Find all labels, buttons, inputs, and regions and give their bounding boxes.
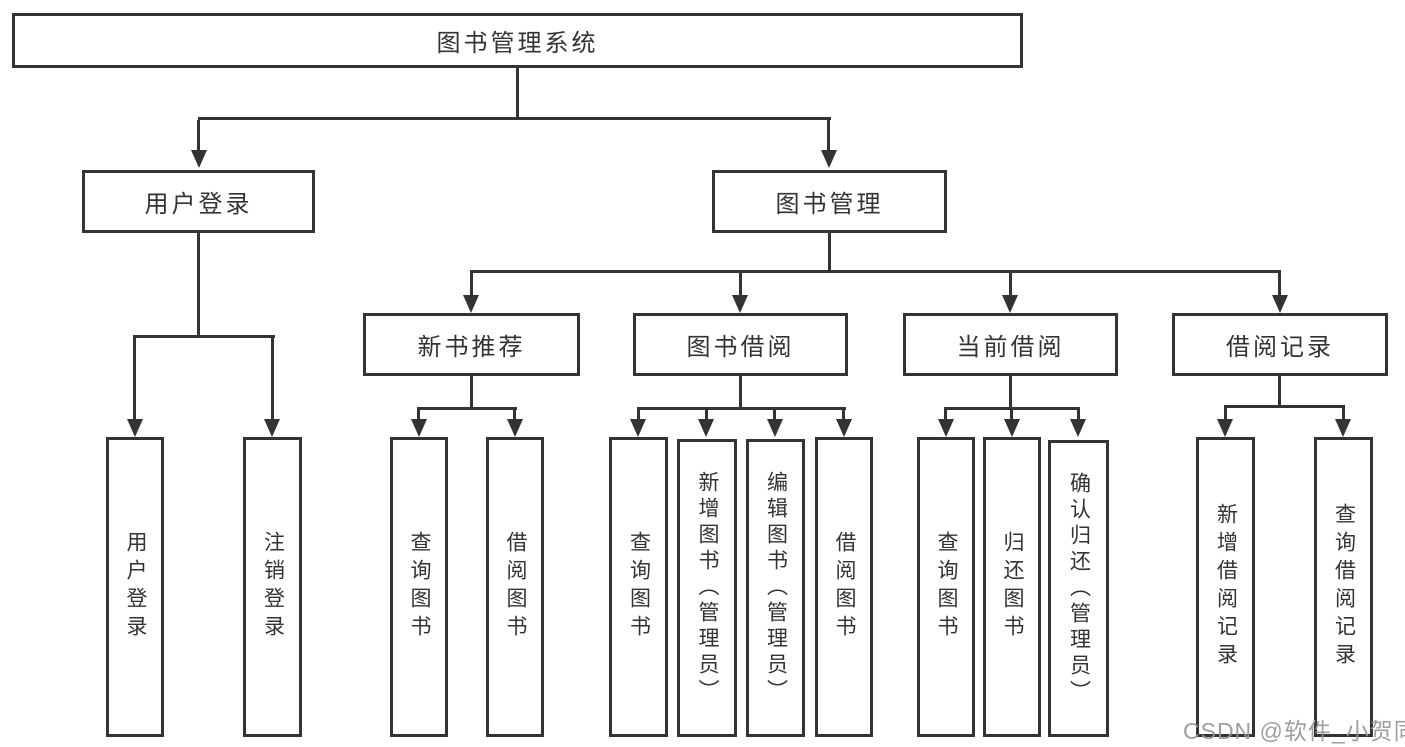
connector-drop-nb1 — [417, 410, 420, 422]
node-root: 图书管理系统 — [12, 13, 1023, 68]
connector-drop-br1 — [1224, 408, 1227, 422]
connector-drop-nb2 — [513, 410, 516, 422]
node-user-login: 用户登录 — [82, 170, 315, 233]
connector-drop-login — [133, 338, 136, 421]
watermark: CSDN @软件_小贺同学 — [1183, 718, 1405, 744]
connector-new-book-stem — [470, 376, 473, 410]
arrow-current-borrow — [1002, 295, 1018, 313]
arrow-bb1 — [630, 419, 646, 437]
connector-level2-rail — [198, 117, 831, 120]
arrow-borrow-record — [1272, 295, 1288, 313]
leaf-logout: 注销登录 — [243, 437, 302, 737]
connector-drop-user-login — [197, 120, 200, 152]
leaf-cb-confirm-return-admin: 确认归还（管理员） — [1048, 440, 1109, 737]
connector-level3-rail — [470, 270, 1281, 273]
arrow-user-login — [191, 150, 207, 168]
leaf-bb-edit-book-admin: 编辑图书（管理员） — [746, 439, 805, 737]
leaf-cb-return-book: 归还图书 — [983, 437, 1041, 737]
leaf-nb-borrow-book: 借阅图书 — [486, 437, 544, 737]
arrow-book-borrow — [732, 295, 748, 313]
connector-current-borrow-stem — [1009, 376, 1012, 410]
arrow-cb1 — [938, 419, 954, 437]
connector-drop-book-borrow — [739, 273, 742, 297]
arrow-nb2 — [507, 419, 523, 437]
connector-drop-current-borrow — [1009, 273, 1012, 297]
connector-drop-cb1 — [944, 410, 947, 422]
arrow-nb1 — [411, 419, 427, 437]
node-book-borrow: 图书借阅 — [633, 313, 848, 376]
arrow-cb2 — [1004, 419, 1020, 437]
connector-drop-bb3 — [773, 410, 776, 422]
arrow-new-book — [463, 295, 479, 313]
connector-drop-bb4 — [842, 410, 845, 422]
leaf-bb-borrow-book: 借阅图书 — [815, 437, 873, 737]
connector-drop-cb3 — [1077, 410, 1080, 422]
connector-user-login-stem — [197, 233, 200, 338]
connector-borrow-record-stem — [1278, 376, 1281, 408]
connector-drop-new-book — [470, 273, 473, 297]
arrow-bb4 — [836, 419, 852, 437]
connector-drop-logout — [271, 338, 274, 421]
connector-drop-bb2 — [705, 410, 708, 422]
node-new-book-recommend: 新书推荐 — [363, 313, 580, 376]
leaf-br-query-record: 查询借阅记录 — [1314, 437, 1373, 737]
node-current-borrow: 当前借阅 — [903, 313, 1118, 376]
leaf-bb-add-book-admin: 新增图书（管理员） — [677, 439, 737, 737]
connector-current-borrow-rail — [944, 407, 1080, 410]
connector-new-book-rail — [417, 407, 517, 410]
connector-root-stem — [516, 68, 519, 120]
node-book-management: 图书管理 — [712, 170, 947, 233]
leaf-br-add-record: 新增借阅记录 — [1196, 437, 1255, 737]
connector-user-login-rail — [133, 335, 275, 338]
connector-drop-cb2 — [1010, 410, 1013, 422]
connector-borrow-record-rail — [1224, 405, 1345, 408]
arrow-login — [127, 419, 143, 437]
arrow-br2 — [1335, 419, 1351, 437]
leaf-bb-query-book: 查询图书 — [609, 437, 668, 737]
arrow-bb2 — [698, 419, 714, 437]
connector-book-borrow-stem — [739, 376, 742, 410]
connector-drop-book-management — [827, 120, 830, 152]
arrow-book-management — [821, 150, 837, 168]
arrow-bb3 — [767, 419, 783, 437]
arrow-cb3 — [1070, 419, 1086, 437]
connector-book-management-stem — [828, 233, 831, 273]
leaf-user-login: 用户登录 — [106, 437, 164, 737]
connector-drop-borrow-record — [1278, 273, 1281, 297]
node-borrow-record: 借阅记录 — [1172, 313, 1388, 376]
arrow-br1 — [1217, 419, 1233, 437]
leaf-cb-query-book: 查询图书 — [917, 437, 975, 737]
leaf-nb-query-book: 查询图书 — [390, 437, 448, 737]
connector-book-borrow-rail — [637, 407, 846, 410]
connector-drop-bb1 — [637, 410, 640, 422]
connector-drop-br2 — [1342, 408, 1345, 422]
arrow-logout — [264, 419, 280, 437]
